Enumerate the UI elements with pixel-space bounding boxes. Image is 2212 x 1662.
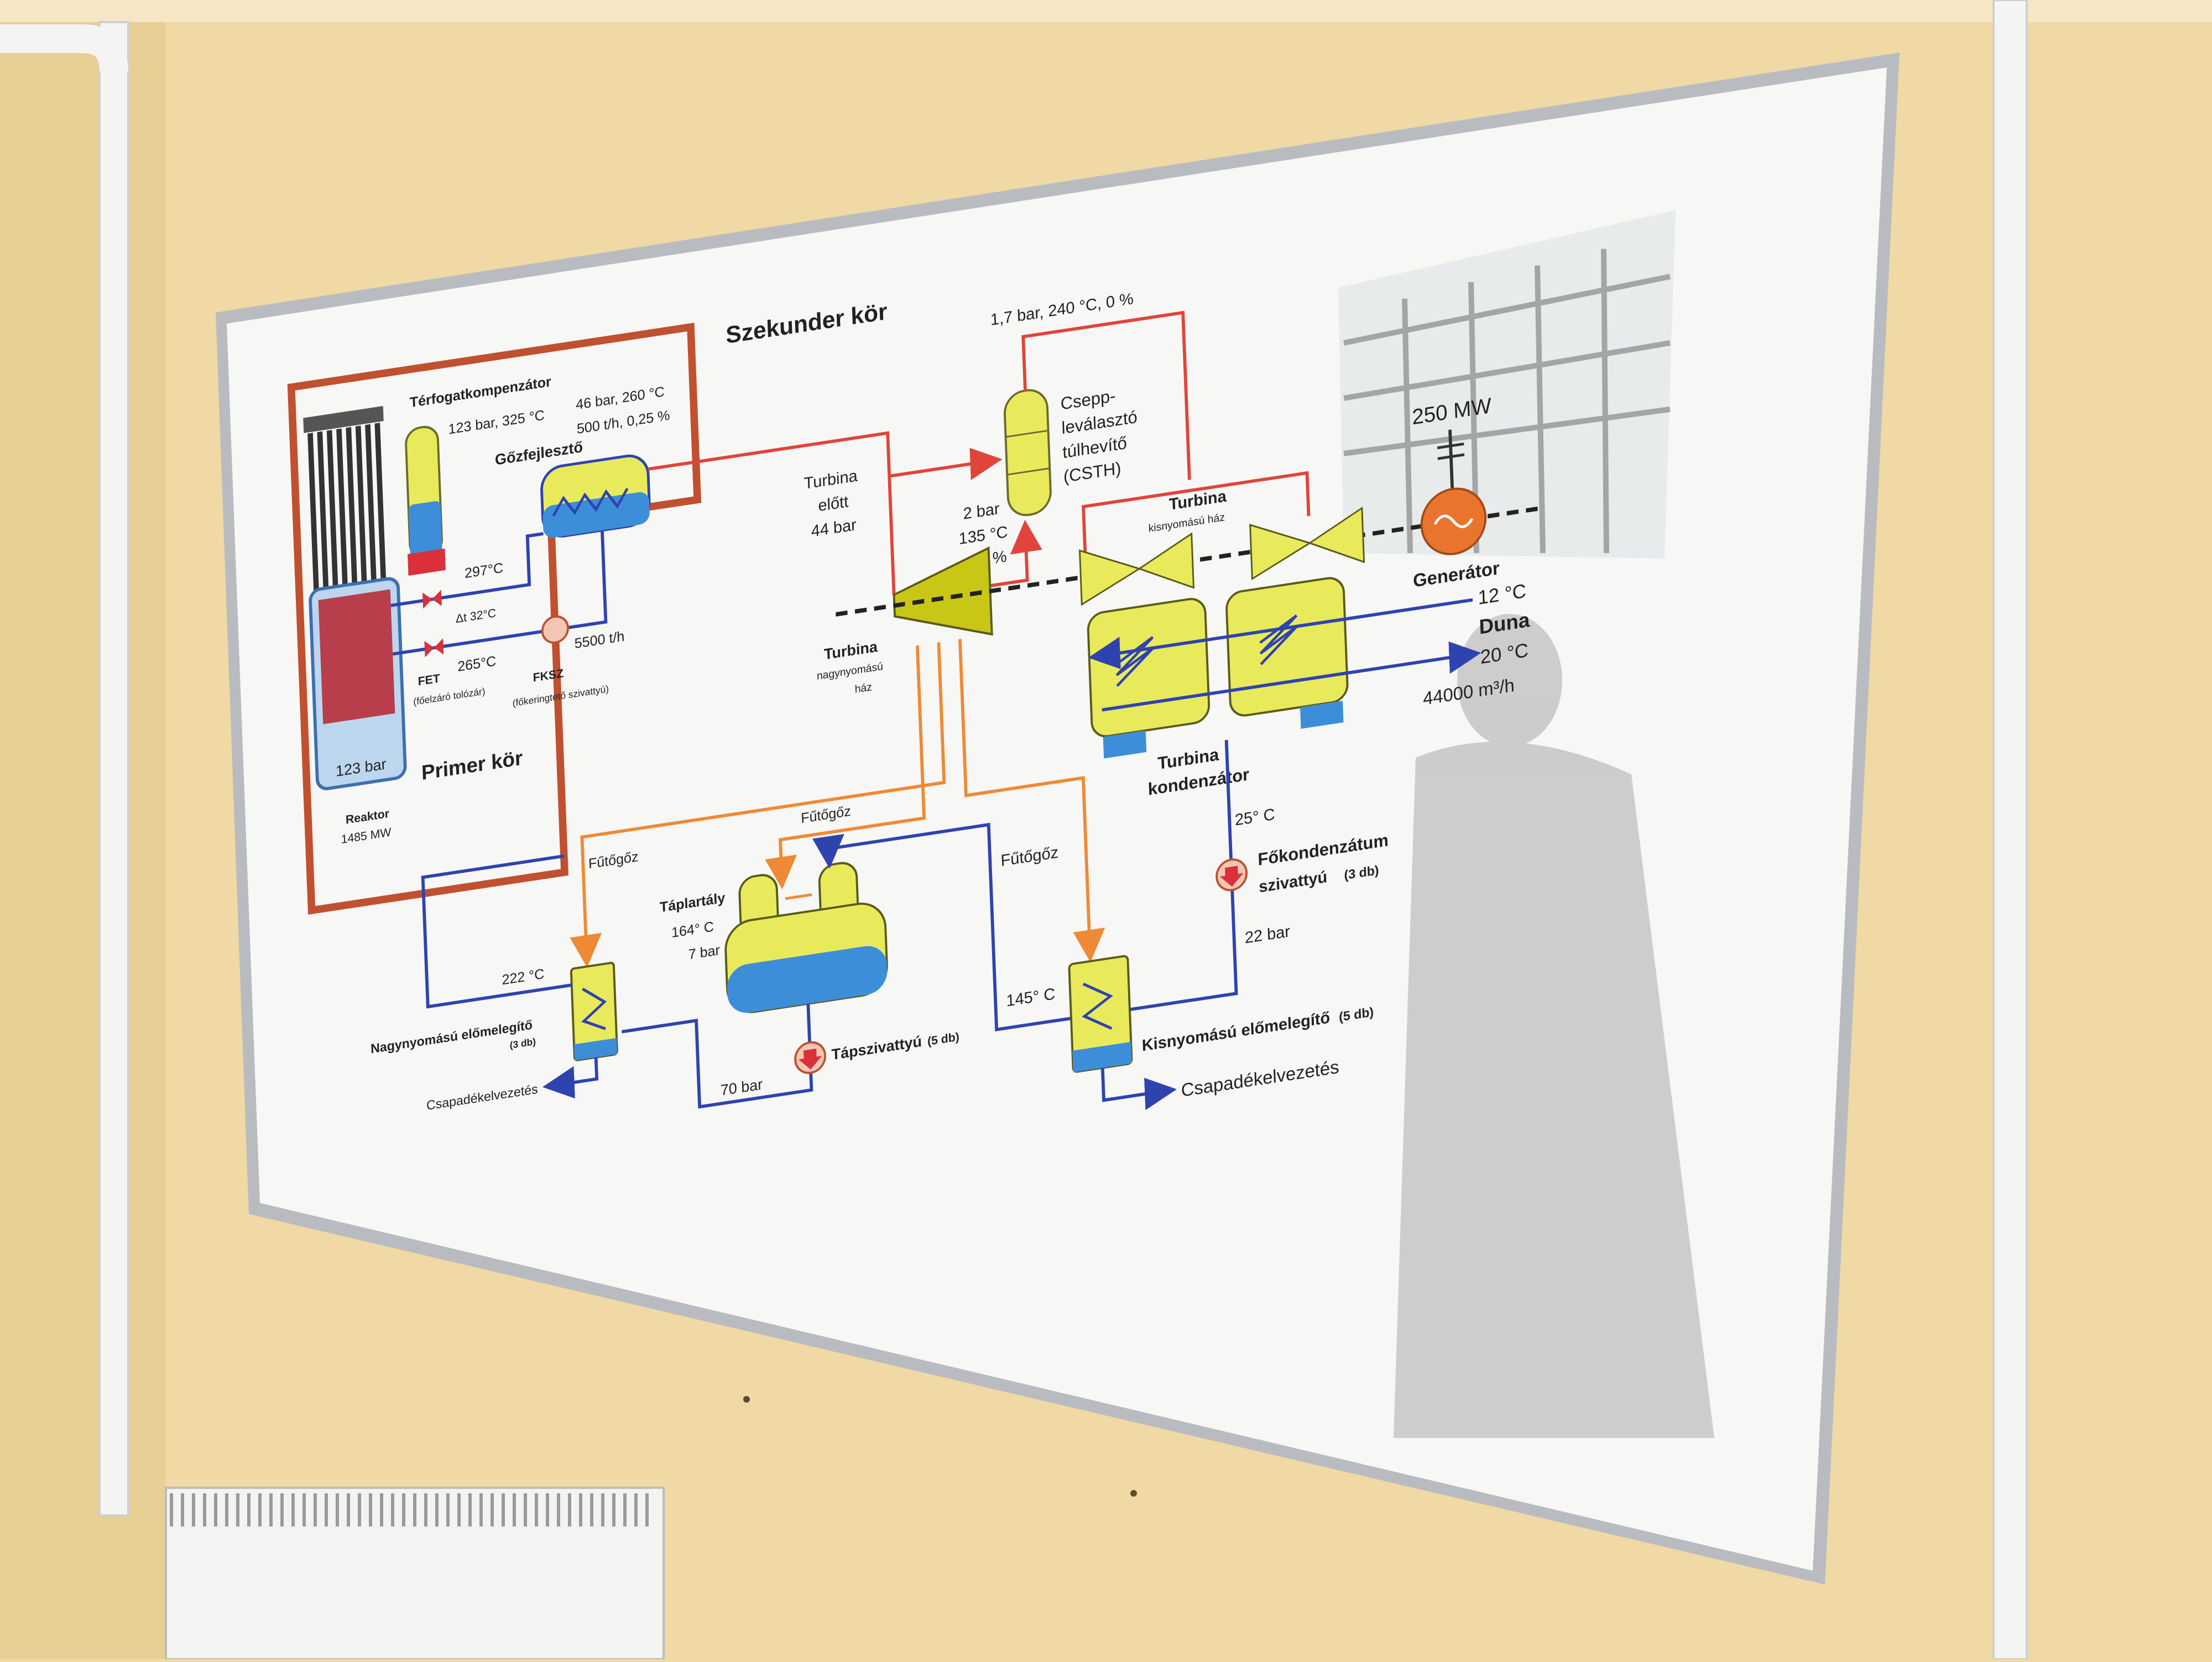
fksz-pump-icon xyxy=(541,615,569,644)
generator xyxy=(1420,429,1487,555)
lp-drain xyxy=(1100,1067,1177,1111)
left-pipe-bend xyxy=(0,24,128,73)
fet-label: FET xyxy=(418,671,440,688)
moisture-separator xyxy=(1003,389,1052,517)
condenser xyxy=(1087,577,1349,759)
condensate-line xyxy=(1145,739,1238,1009)
steam-to-separator xyxy=(889,447,1003,481)
control-rod xyxy=(355,425,368,594)
condensate-to-tank xyxy=(812,822,1146,1031)
separator-outlet xyxy=(1021,310,1191,480)
control-rod xyxy=(307,433,320,601)
hp-turbine xyxy=(893,546,993,636)
cooling-water-out xyxy=(1102,641,1481,712)
control-rod xyxy=(346,427,358,595)
control-rod xyxy=(317,431,329,600)
left-pipe xyxy=(98,21,129,1517)
heating-steam-tank xyxy=(765,645,926,890)
ceiling-trim xyxy=(0,0,2212,22)
hp-turbine-sub-2: ház xyxy=(854,681,872,696)
wall-left-shade xyxy=(0,0,166,1659)
nail-hole xyxy=(1130,1490,1137,1497)
control-rod xyxy=(326,430,339,598)
lp-turbine xyxy=(1078,507,1365,606)
radiator xyxy=(165,1487,665,1660)
hp-preheater-outlet xyxy=(421,854,572,1009)
primary-loop-border xyxy=(287,322,702,915)
steam-generator xyxy=(540,454,651,538)
window-reflection-grid xyxy=(1343,248,1671,554)
primary-hot-leg xyxy=(390,532,544,607)
reactor xyxy=(303,406,407,790)
heating-steam-hp xyxy=(570,642,946,968)
person-reflection xyxy=(1394,614,1714,1438)
main-steam-line xyxy=(648,431,896,595)
window-reflection xyxy=(1338,210,1676,559)
cooling-water-in xyxy=(1088,598,1473,669)
hp-exhaust xyxy=(990,519,1042,588)
lp-steam-feed xyxy=(1082,471,1311,561)
pump-arrow-icon xyxy=(798,1048,822,1070)
control-rod xyxy=(374,423,387,591)
control-rod xyxy=(365,424,377,592)
hp-preheater xyxy=(570,962,618,1061)
pressurizer xyxy=(405,426,446,576)
heating-steam-lp xyxy=(958,639,1105,962)
pump-arrow-icon xyxy=(1219,866,1244,887)
primary-cold-leg xyxy=(393,530,608,656)
nail-hole xyxy=(743,1396,750,1403)
hp-drain xyxy=(542,1057,599,1099)
right-pipe xyxy=(1992,0,2028,1660)
control-rod xyxy=(336,428,348,597)
feedwater-tank xyxy=(724,862,888,1013)
lp-preheater xyxy=(1068,955,1133,1073)
